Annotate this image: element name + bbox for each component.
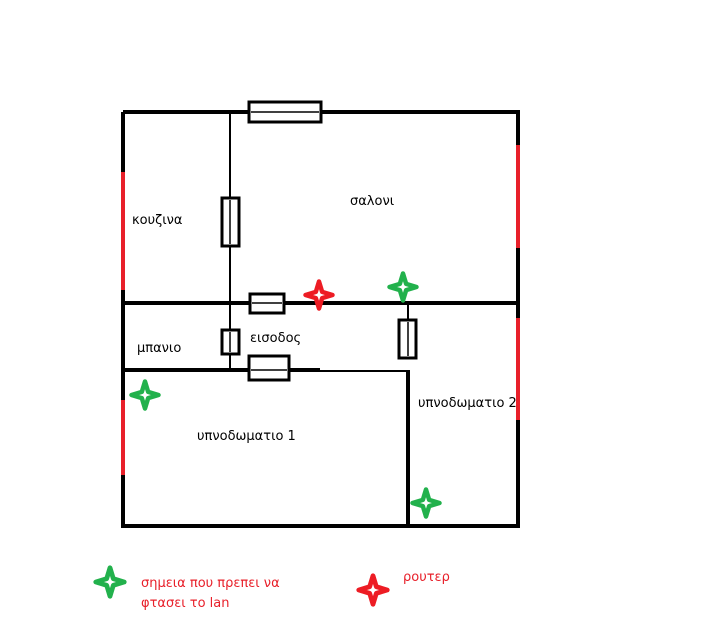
- legend-router-star-icon: [359, 576, 388, 605]
- room-label-bathroom: μπανιο: [137, 341, 181, 356]
- lan-point-living-room-star-icon: [390, 274, 417, 301]
- outer-walls: [121, 110, 520, 528]
- windows: [121, 145, 520, 475]
- doors: [220, 100, 418, 382]
- bedroom1-door: [247, 354, 291, 382]
- lan-point-bedroom2-star-icon: [413, 490, 440, 517]
- lan-point-bedroom1-star-icon: [132, 382, 159, 409]
- room-label-bedroom-1: υπνοδωματιο 1: [197, 429, 296, 444]
- room-label-bedroom-2: υπνοδωματιο 2: [418, 396, 517, 411]
- legend: σημεια που πρεπει να φτασει το lan ρουτε…: [96, 568, 450, 611]
- room-label-entrance: εισοδος: [250, 331, 301, 346]
- interior-walls: [123, 112, 520, 528]
- room-label-living-room: σαλονι: [350, 194, 394, 209]
- room-label-kitchen: κουζινα: [132, 213, 182, 228]
- legend-lan-point-star-icon: [96, 568, 125, 597]
- legend-router-label: ρουτερ: [403, 570, 450, 585]
- legend-lan-points-label-line1: σημεια που πρεπει να: [141, 576, 280, 591]
- legend-lan-points-label-line2: φτασει το lan: [141, 596, 230, 611]
